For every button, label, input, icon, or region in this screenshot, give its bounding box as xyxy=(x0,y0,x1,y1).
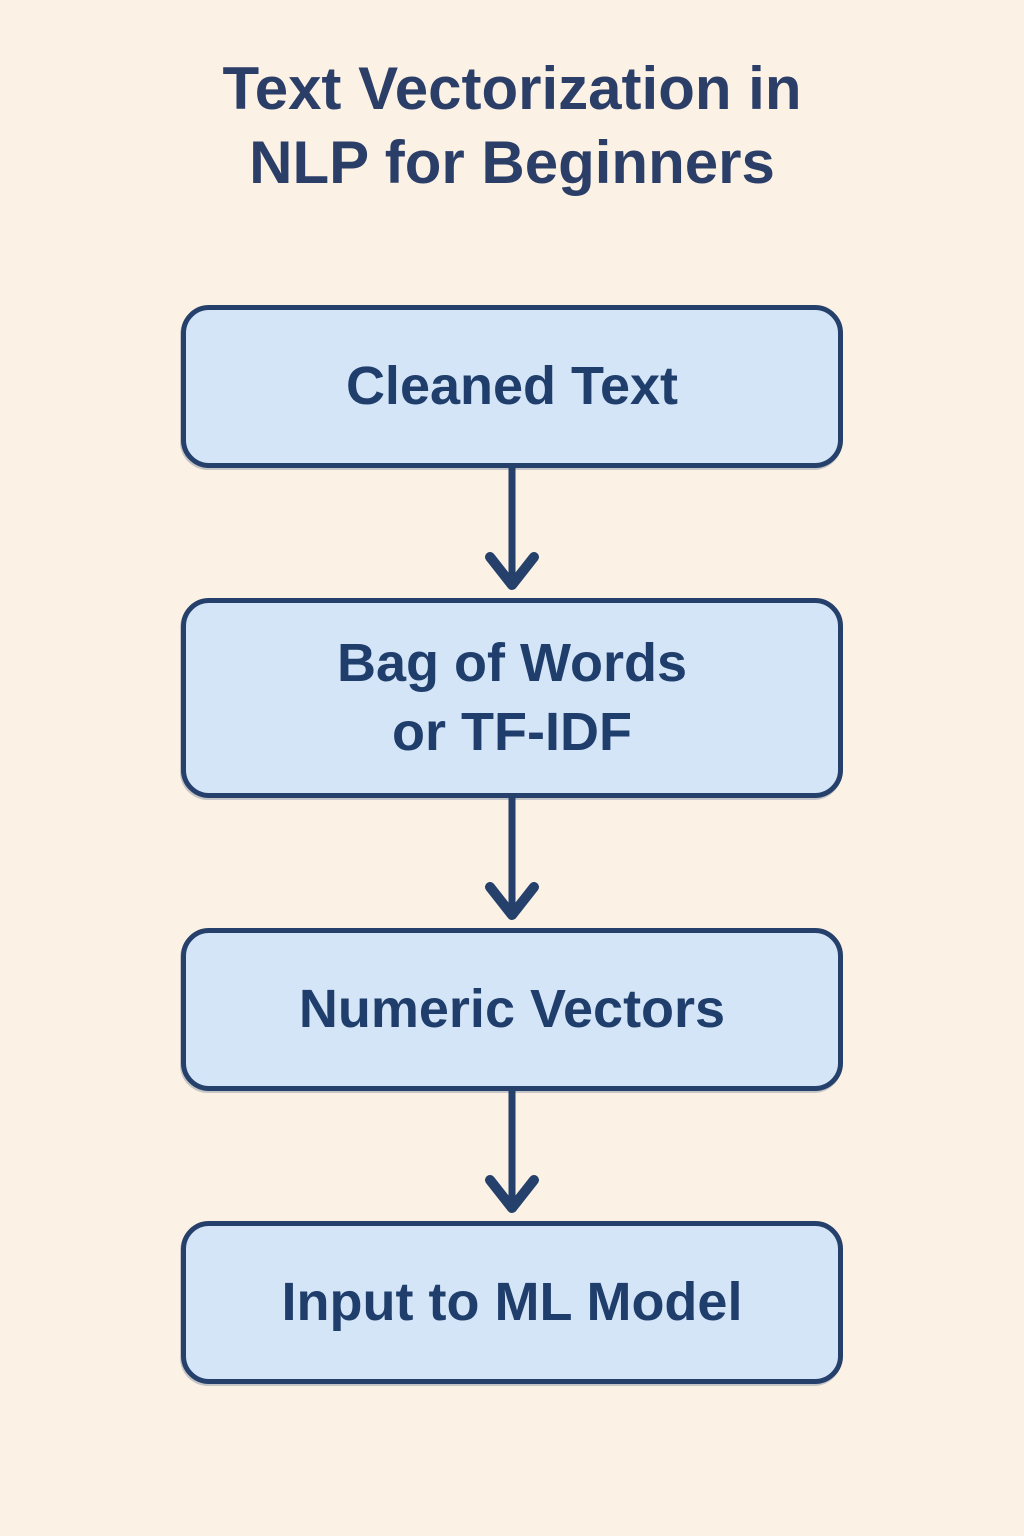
arrow-down-icon xyxy=(485,467,539,590)
flow-node-input-to-ml: Input to ML Model xyxy=(181,1220,843,1384)
flow-node-label: Bag of Words or TF-IDF xyxy=(337,632,687,762)
flow-node-label: Input to ML Model xyxy=(281,1271,743,1332)
arrow-down-icon xyxy=(485,797,539,920)
arrow-down-icon xyxy=(485,1090,539,1213)
flow-node-bow-or-tfidf: Bag of Words or TF-IDF xyxy=(181,597,843,798)
flow-node-label: Cleaned Text xyxy=(345,355,679,416)
flow-node-cleaned-text: Cleaned Text xyxy=(181,304,843,468)
flow-node-label: Numeric Vectors xyxy=(298,978,726,1039)
flowchart: Cleaned Text Bag of Words or TF-IDF Nume… xyxy=(181,304,843,1384)
page-title: Text Vectorization in NLP for Beginners xyxy=(222,55,802,197)
flow-node-numeric-vectors: Numeric Vectors xyxy=(181,927,843,1091)
